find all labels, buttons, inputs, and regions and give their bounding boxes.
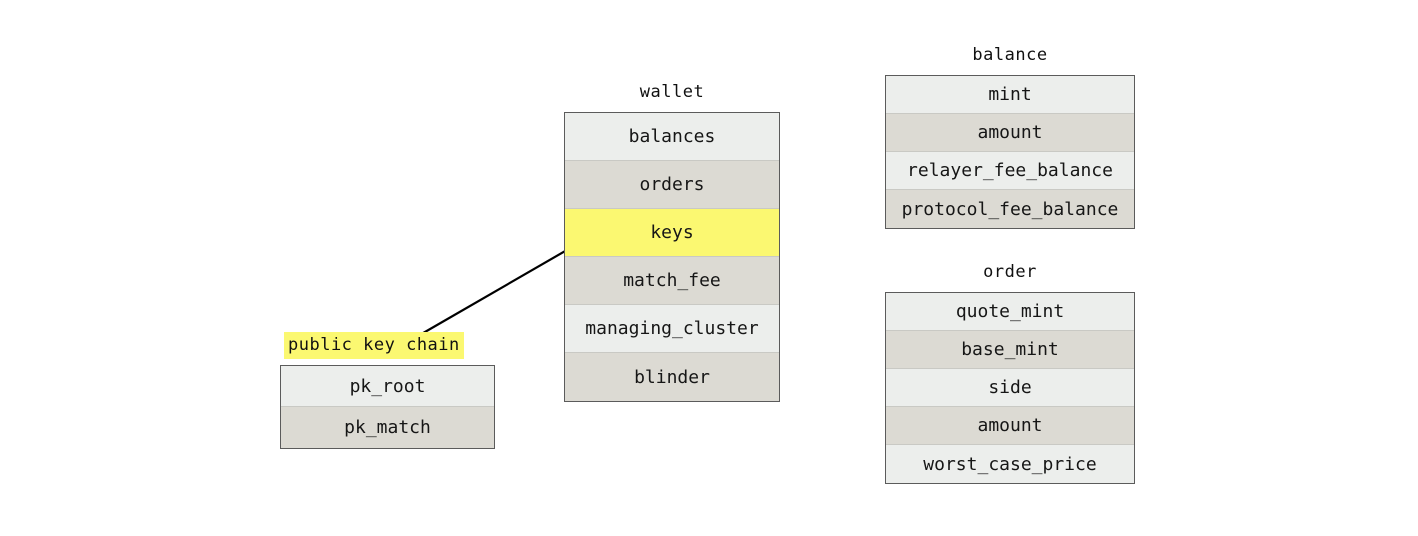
entity-order-row-side[interactable]: side	[886, 369, 1134, 407]
entity-order-title: order	[983, 262, 1037, 282]
entity-order-row-amount[interactable]: amount	[886, 407, 1134, 445]
entity-wallet-row-balances[interactable]: balances	[565, 113, 779, 161]
entity-balance-title: balance	[972, 45, 1048, 65]
entity-wallet-row-managing-cluster[interactable]: managing_cluster	[565, 305, 779, 353]
entity-balance-row-relayer-fee-balance[interactable]: relayer_fee_balance	[886, 152, 1134, 190]
entity-wallet-row-keys[interactable]: keys	[565, 209, 779, 257]
entity-wallet: wallet balances orders keys match_fee ma…	[564, 82, 780, 402]
entity-order-row-base-mint[interactable]: base_mint	[886, 331, 1134, 369]
entity-wallet-row-match-fee[interactable]: match_fee	[565, 257, 779, 305]
entity-wallet-row-blinder[interactable]: blinder	[565, 353, 779, 401]
entity-order-row-worst-case-price[interactable]: worst_case_price	[886, 445, 1134, 483]
entity-public-key-chain-row-pk-match[interactable]: pk_match	[281, 407, 494, 448]
entity-public-key-chain-title: public key chain	[284, 332, 464, 359]
entity-balance: balance mint amount relayer_fee_balance …	[885, 45, 1135, 229]
entity-public-key-chain-row-pk-root[interactable]: pk_root	[281, 366, 494, 407]
connector-keys-to-public-key-chain	[416, 237, 588, 338]
entity-wallet-table: balances orders keys match_fee managing_…	[564, 112, 780, 402]
entity-balance-row-protocol-fee-balance[interactable]: protocol_fee_balance	[886, 190, 1134, 228]
entity-balance-row-mint[interactable]: mint	[886, 76, 1134, 114]
entity-public-key-chain-table: pk_root pk_match	[280, 365, 495, 449]
entity-order: order quote_mint base_mint side amount w…	[885, 262, 1135, 484]
entity-balance-table: mint amount relayer_fee_balance protocol…	[885, 75, 1135, 229]
entity-order-table: quote_mint base_mint side amount worst_c…	[885, 292, 1135, 484]
entity-wallet-title: wallet	[639, 82, 705, 102]
entity-wallet-row-orders[interactable]: orders	[565, 161, 779, 209]
entity-order-row-quote-mint[interactable]: quote_mint	[886, 293, 1134, 331]
entity-balance-row-amount[interactable]: amount	[886, 114, 1134, 152]
entity-public-key-chain: public key chain pk_root pk_match	[280, 332, 495, 449]
